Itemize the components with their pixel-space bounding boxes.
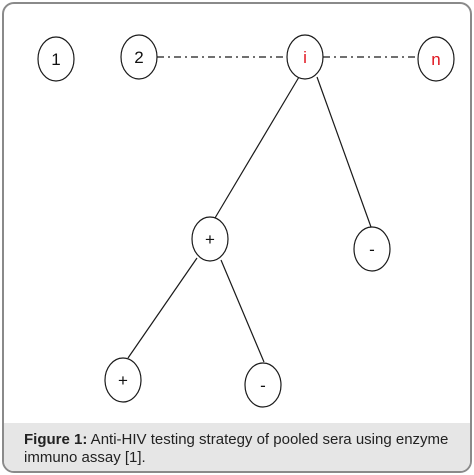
node-plus-level1-label: + [205,230,215,249]
node-n-circle [417,36,455,82]
edge-plus-to-plus [127,257,198,359]
node-i-circle [286,34,324,80]
node-2-label: 2 [134,48,143,67]
edge-i-to-minus [316,76,372,228]
caption-label: Figure 1: [24,431,88,448]
edge-plus-to-minus [220,259,265,363]
node-plus-level2-circle [104,357,142,403]
node-minus-level1-label: - [369,240,375,259]
edge-i-to-plus [214,76,300,219]
node-n-label: n [431,50,440,69]
node-1-label: 1 [51,50,60,69]
node-2-circle [120,34,158,80]
figure-caption: Figure 1: Anti-HIV testing strategy of p… [4,423,470,471]
node-plus-level1-circle [191,216,229,262]
node-plus-level2-label: + [118,371,128,390]
node-minus-level1-circle [353,226,391,272]
node-minus-level2-circle [244,362,282,408]
caption-text: Anti-HIV testing strategy of pooled sera… [24,431,449,466]
node-i-label: i [303,48,307,67]
node-minus-level2-label: - [260,376,266,395]
pooling-tree-diagram: 1 2 i n + - + - [37,34,455,408]
node-1-circle [37,36,75,82]
